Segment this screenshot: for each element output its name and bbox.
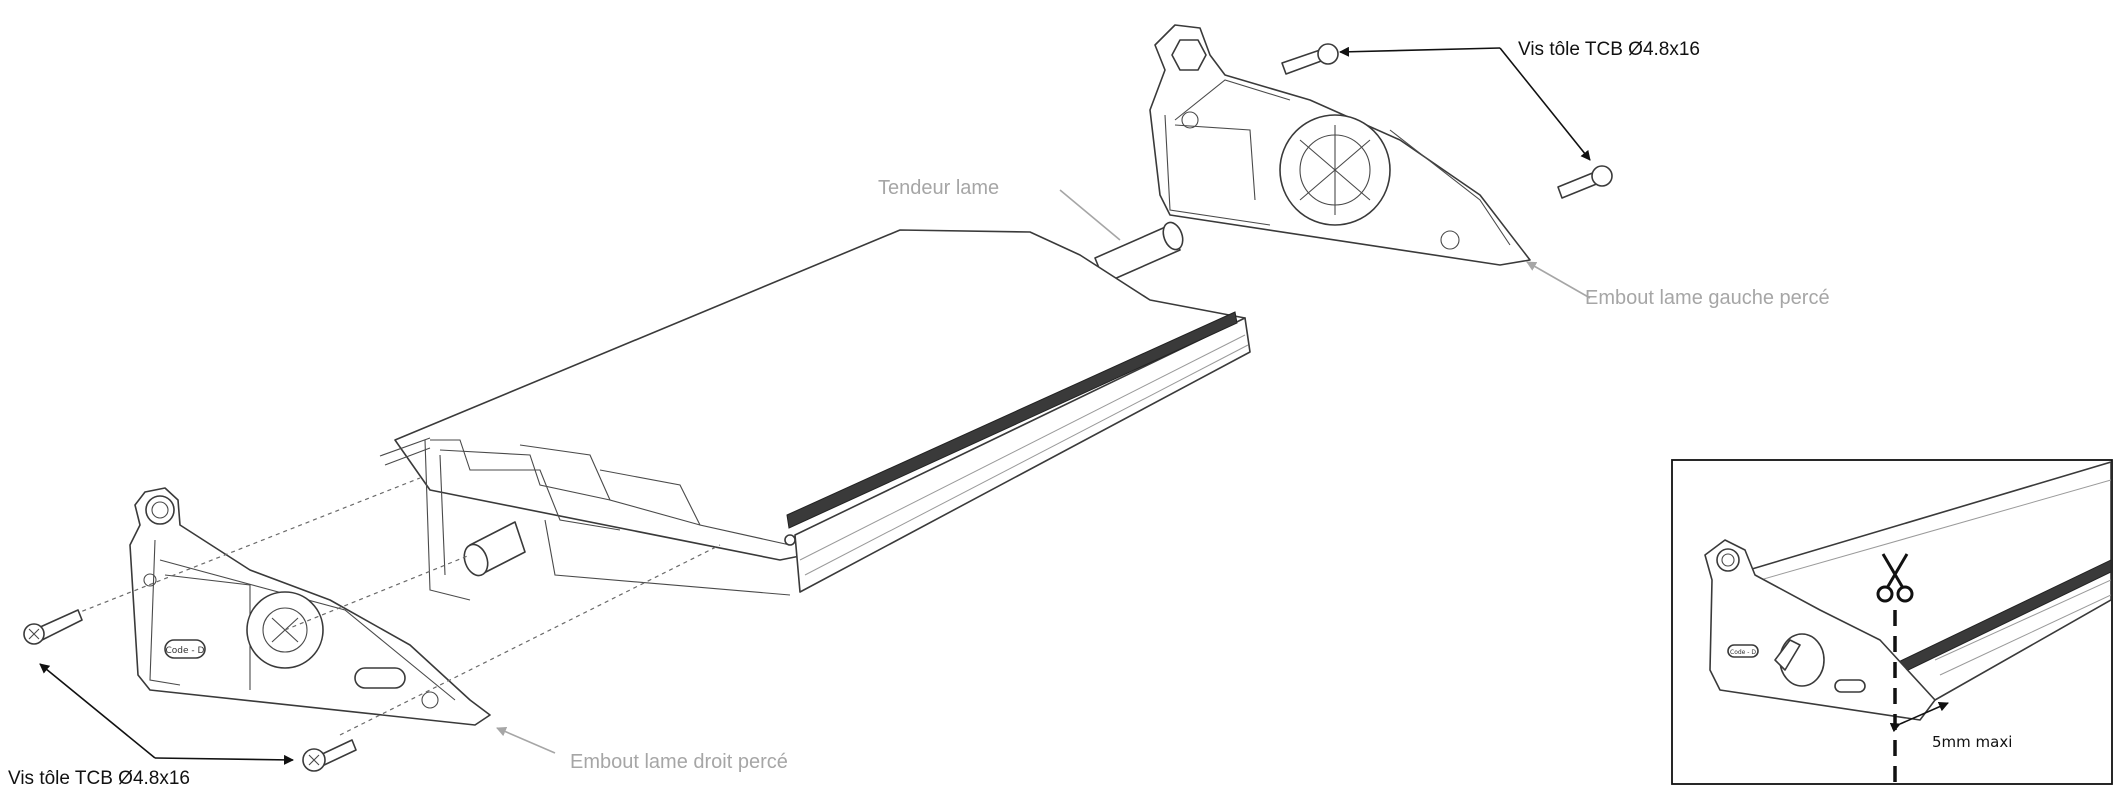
right-endcap: Code - D: [129, 487, 491, 726]
label-screw-bottom: Vis tôle TCB Ø4.8x16: [8, 768, 190, 787]
screw-top-left: [1281, 43, 1339, 75]
scissors-icon: [1876, 553, 1914, 603]
inset-detail: Code - D 5mm maxi: [1671, 459, 2113, 785]
label-left-endcap: Embout lame gauche percé: [1585, 287, 1830, 309]
label-right-endcap: Embout lame droit percé: [570, 751, 788, 773]
label-tensioner: Tendeur lame: [878, 177, 999, 199]
tensioner-rod: [463, 221, 1184, 577]
blade-profile: [379, 229, 1251, 601]
screw-bottom-right: [302, 739, 357, 772]
code-marking-main: Code - D: [166, 646, 205, 656]
left-endcap: [1149, 24, 1531, 266]
label-screw-top: Vis tôle TCB Ø4.8x16: [1518, 39, 1700, 60]
inset-cut-margin-label: 5mm maxi: [1932, 733, 2012, 751]
alignment-lines-bottom: [59, 477, 721, 736]
screw-bottom-left: [23, 609, 83, 645]
screw-top-right: [1557, 165, 1613, 199]
code-marking-inset: Code - D: [1730, 649, 1756, 656]
